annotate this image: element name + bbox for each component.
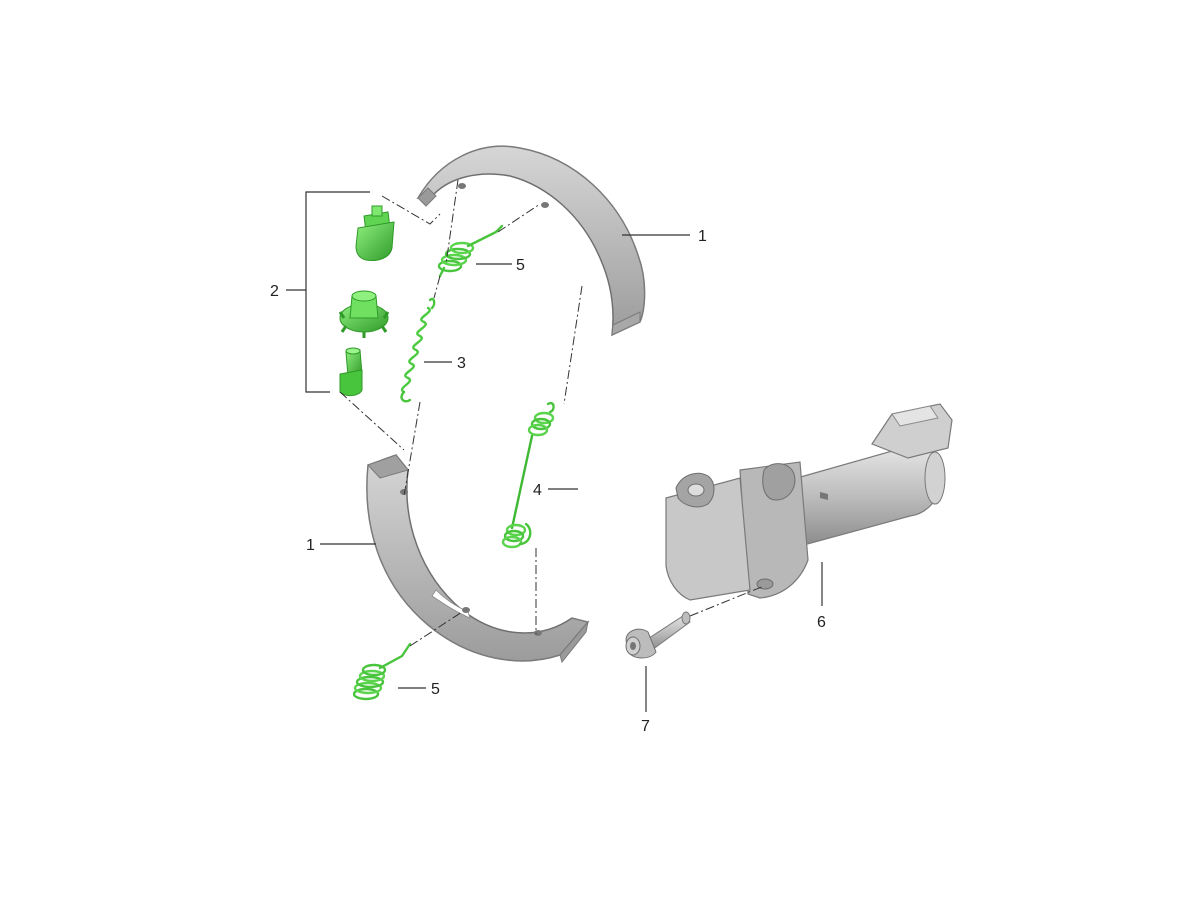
- adjuster-star-wheel: [338, 290, 390, 338]
- long-tension-spring: [400, 297, 436, 403]
- lower-brake-shoe: [366, 454, 590, 664]
- callout-adjuster-kit: 2: [270, 283, 279, 300]
- adjuster-threaded-pin: [339, 347, 363, 397]
- parking-brake-actuator-motor: [665, 403, 953, 601]
- upper-brake-shoe: [416, 145, 646, 337]
- lower-hold-down-spring: [352, 642, 412, 701]
- callout-long-spring: 3: [457, 355, 466, 372]
- return-spring: [501, 401, 555, 549]
- leader-lines: [286, 191, 823, 712]
- mounting-bolt: [625, 611, 691, 659]
- callout-upper-shoe: 1: [698, 228, 707, 245]
- adjuster-sleeve: [355, 205, 395, 261]
- callout-actuator-motor: 6: [817, 614, 826, 631]
- callout-upper-hold-spring: 5: [516, 257, 525, 274]
- callout-mounting-bolt: 7: [641, 718, 650, 735]
- adjuster-kit: [338, 205, 395, 397]
- callout-lower-hold-spring: 5: [431, 681, 440, 698]
- assembly-lines: [339, 179, 765, 647]
- callout-lower-shoe: 1: [306, 537, 315, 554]
- upper-hold-down-spring: [437, 224, 504, 278]
- callout-labels: 1 2 5 3 4 1 6 5 7: [270, 228, 826, 735]
- callout-return-spring: 4: [533, 482, 542, 499]
